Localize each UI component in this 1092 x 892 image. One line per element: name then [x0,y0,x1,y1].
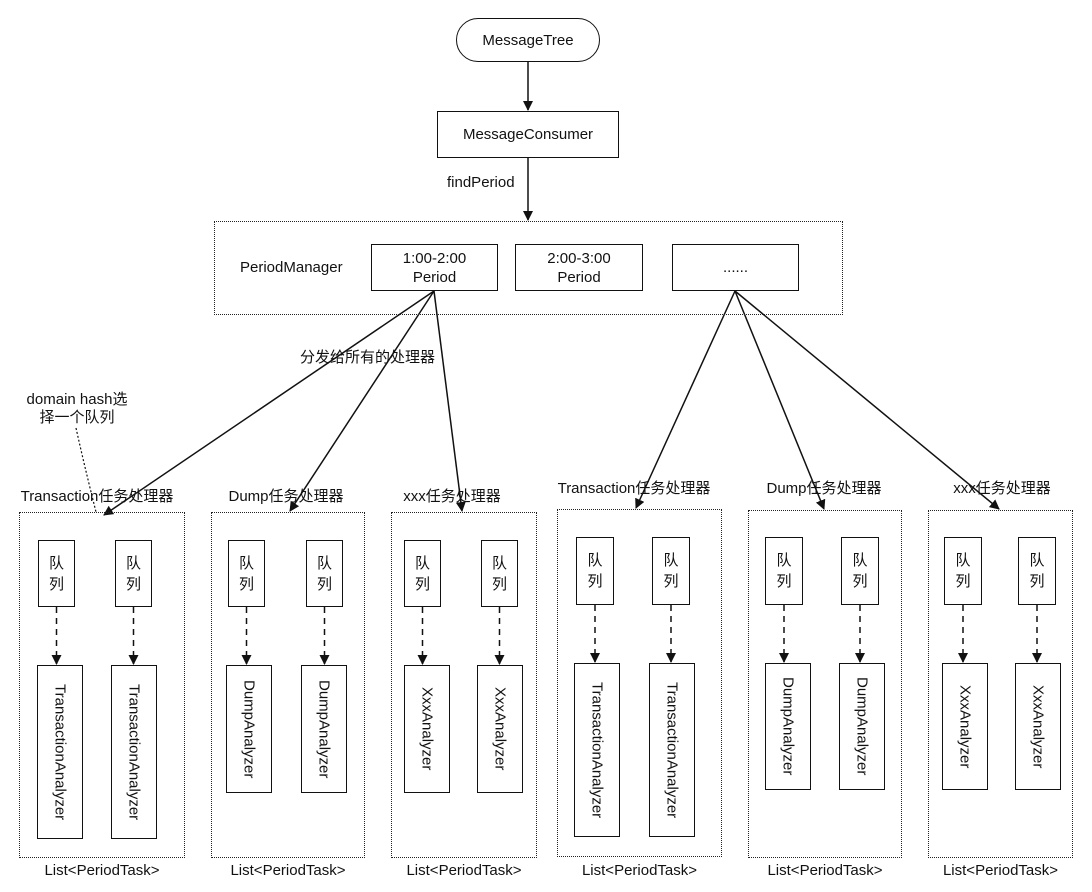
message-tree-node: MessageTree [456,18,600,62]
analyzer-node: XxxAnalyzer [942,663,988,790]
analyzer-label: TransactionAnalyzer [588,681,606,819]
analyzer-node: DumpAnalyzer [839,663,885,790]
processor-group-container [211,512,365,858]
analyzer-label: DumpAnalyzer [240,679,258,779]
processor-group-title: xxx任务处理器 [953,480,1051,497]
analyzer-label: TransactionAnalyzer [51,683,69,821]
queue-arrow-group [51,605,1042,665]
processor-group-container [748,510,902,858]
processor-group-title: Dump任务处理器 [228,488,344,505]
analyzer-node: DumpAnalyzer [226,665,272,793]
period-task-list-label: List<PeriodTask> [767,862,883,879]
find-period-label: findPeriod [447,174,515,191]
arrow-more-to-group4 [635,290,736,509]
analyzer-label: DumpAnalyzer [315,679,333,779]
analyzer-node: XxxAnalyzer [404,665,450,793]
analyzer-node: DumpAnalyzer [765,663,811,790]
analyzer-label: DumpAnalyzer [779,677,797,776]
analyzer-label: XxxAnalyzer [418,687,436,771]
queue-node: 队 列 [306,540,343,607]
queue-node: 队 列 [944,537,982,605]
analyzer-label: DumpAnalyzer [853,677,871,776]
period-task-list-label: List<PeriodTask> [942,862,1059,879]
queue-node: 队 列 [765,537,803,605]
period-task-list-label: List<PeriodTask> [230,862,346,879]
processor-group-title: xxx任务处理器 [403,488,501,505]
processor-group-title: Dump任务处理器 [766,480,882,497]
analyzer-node: TransactionAnalyzer [649,663,695,837]
domain-hash-note: domain hash选 择一个队列 [26,391,128,426]
analyzer-node: TransactionAnalyzer [574,663,620,837]
arrow-period1-to-group2 [289,290,435,512]
analyzer-node: TransactionAnalyzer [111,665,157,839]
period-task-list-label: List<PeriodTask> [581,862,698,879]
period-more-node: ...... [672,244,799,291]
dispatch-note: 分发给所有的处理器 [300,349,436,366]
domain-hash-pointer [75,427,97,513]
queue-node: 队 列 [841,537,879,605]
processor-group-container [391,512,537,858]
processor-group-container [928,510,1073,858]
analyzer-node: TransactionAnalyzer [37,665,83,839]
queue-node: 队 列 [481,540,518,607]
analyzer-label: XxxAnalyzer [956,684,974,769]
analyzer-label: XxxAnalyzer [1029,684,1047,769]
queue-node: 队 列 [228,540,265,607]
period-task-list-label: List<PeriodTask> [406,862,522,879]
arrow-more-to-group6 [734,290,1000,510]
analyzer-label: XxxAnalyzer [491,687,509,771]
analyzer-node: XxxAnalyzer [477,665,523,793]
processor-group-title: Transaction任务处理器 [20,488,174,505]
queue-node: 队 列 [38,540,75,607]
period-2-node: 2:00-3:00 Period [515,244,643,291]
queue-node: 队 列 [576,537,614,605]
analyzer-node: DumpAnalyzer [301,665,347,793]
queue-node: 队 列 [115,540,152,607]
arrow-period1-to-group3 [433,290,466,512]
queue-node: 队 列 [404,540,441,607]
period-1-node: 1:00-2:00 Period [371,244,498,291]
message-consumer-node: MessageConsumer [437,111,619,158]
period-task-list-label: List<PeriodTask> [44,862,160,879]
queue-node: 队 列 [652,537,690,605]
analyzer-label: TransactionAnalyzer [663,681,681,819]
analyzer-label: TransactionAnalyzer [125,683,143,821]
arrow-period1-to-group1 [103,290,435,516]
analyzer-node: XxxAnalyzer [1015,663,1061,790]
period-manager-label: PeriodManager [240,259,343,276]
processor-group-container [557,509,722,857]
processor-group-title: Transaction任务处理器 [557,480,711,497]
arrow-more-to-group5 [734,290,826,510]
queue-node: 队 列 [1018,537,1056,605]
processor-group-container [19,512,185,858]
period-manager-container [214,221,843,315]
